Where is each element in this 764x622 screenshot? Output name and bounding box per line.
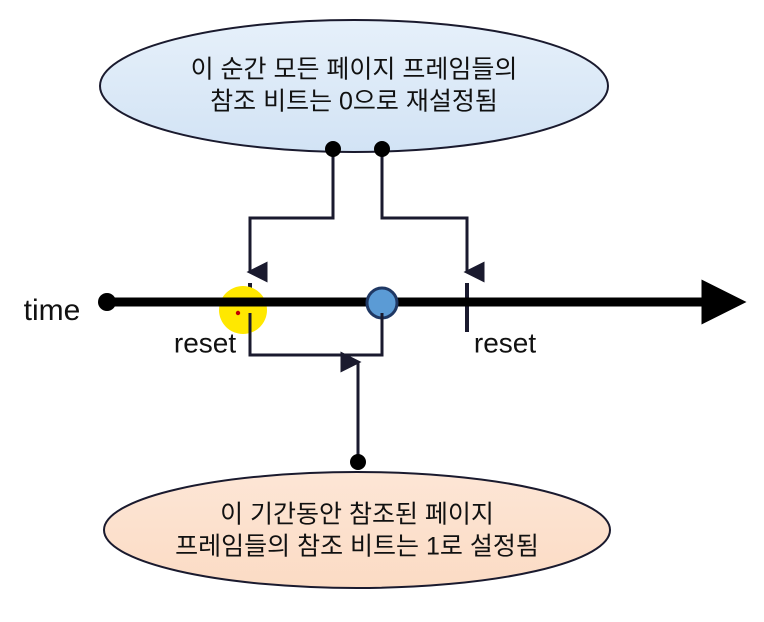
bottom-callout-line-2: 프레임들의 참조 비트는 1로 설정됨	[175, 533, 539, 561]
reset-label-1: reset	[174, 327, 236, 358]
top-connector-to-reset-2	[380, 149, 485, 283]
top-callout-line-1: 이 순간 모든 페이지 프레임들의	[191, 56, 518, 84]
top-connectors-group	[246, 141, 485, 283]
timeline-origin-dot	[98, 293, 116, 311]
reset-labels-group: reset reset	[174, 327, 536, 358]
top-connector-to-reset-1	[246, 149, 335, 283]
bottom-connectors-group	[248, 313, 384, 470]
reset-ticks-group	[248, 283, 469, 332]
top-callout-line-2: 참조 비트는 0으로 재설정됨	[210, 88, 498, 116]
bottom-callout-anchor-dot	[350, 454, 366, 470]
interval-bracket	[248, 313, 384, 357]
bottom-callout-line-1: 이 기간동안 참조된 페이지	[220, 501, 494, 529]
bottom-callout-ellipse[interactable]	[103, 471, 611, 589]
top-callout-anchor-right-dot	[374, 141, 390, 157]
top-callout-group[interactable]: 이 순간 모든 페이지 프레임들의 참조 비트는 0으로 재설정됨	[99, 19, 609, 153]
top-callout-anchor-left-dot	[325, 141, 341, 157]
bottom-callout-group[interactable]: 이 기간동안 참조된 페이지 프레임들의 참조 비트는 1로 설정됨	[103, 471, 611, 589]
timeline-axis-label: time	[24, 294, 81, 327]
top-callout-ellipse[interactable]	[99, 19, 609, 153]
reset-marker-center-dot	[235, 310, 241, 316]
timeline-axis-group: time	[24, 279, 747, 327]
reset-label-2: reset	[474, 327, 536, 358]
